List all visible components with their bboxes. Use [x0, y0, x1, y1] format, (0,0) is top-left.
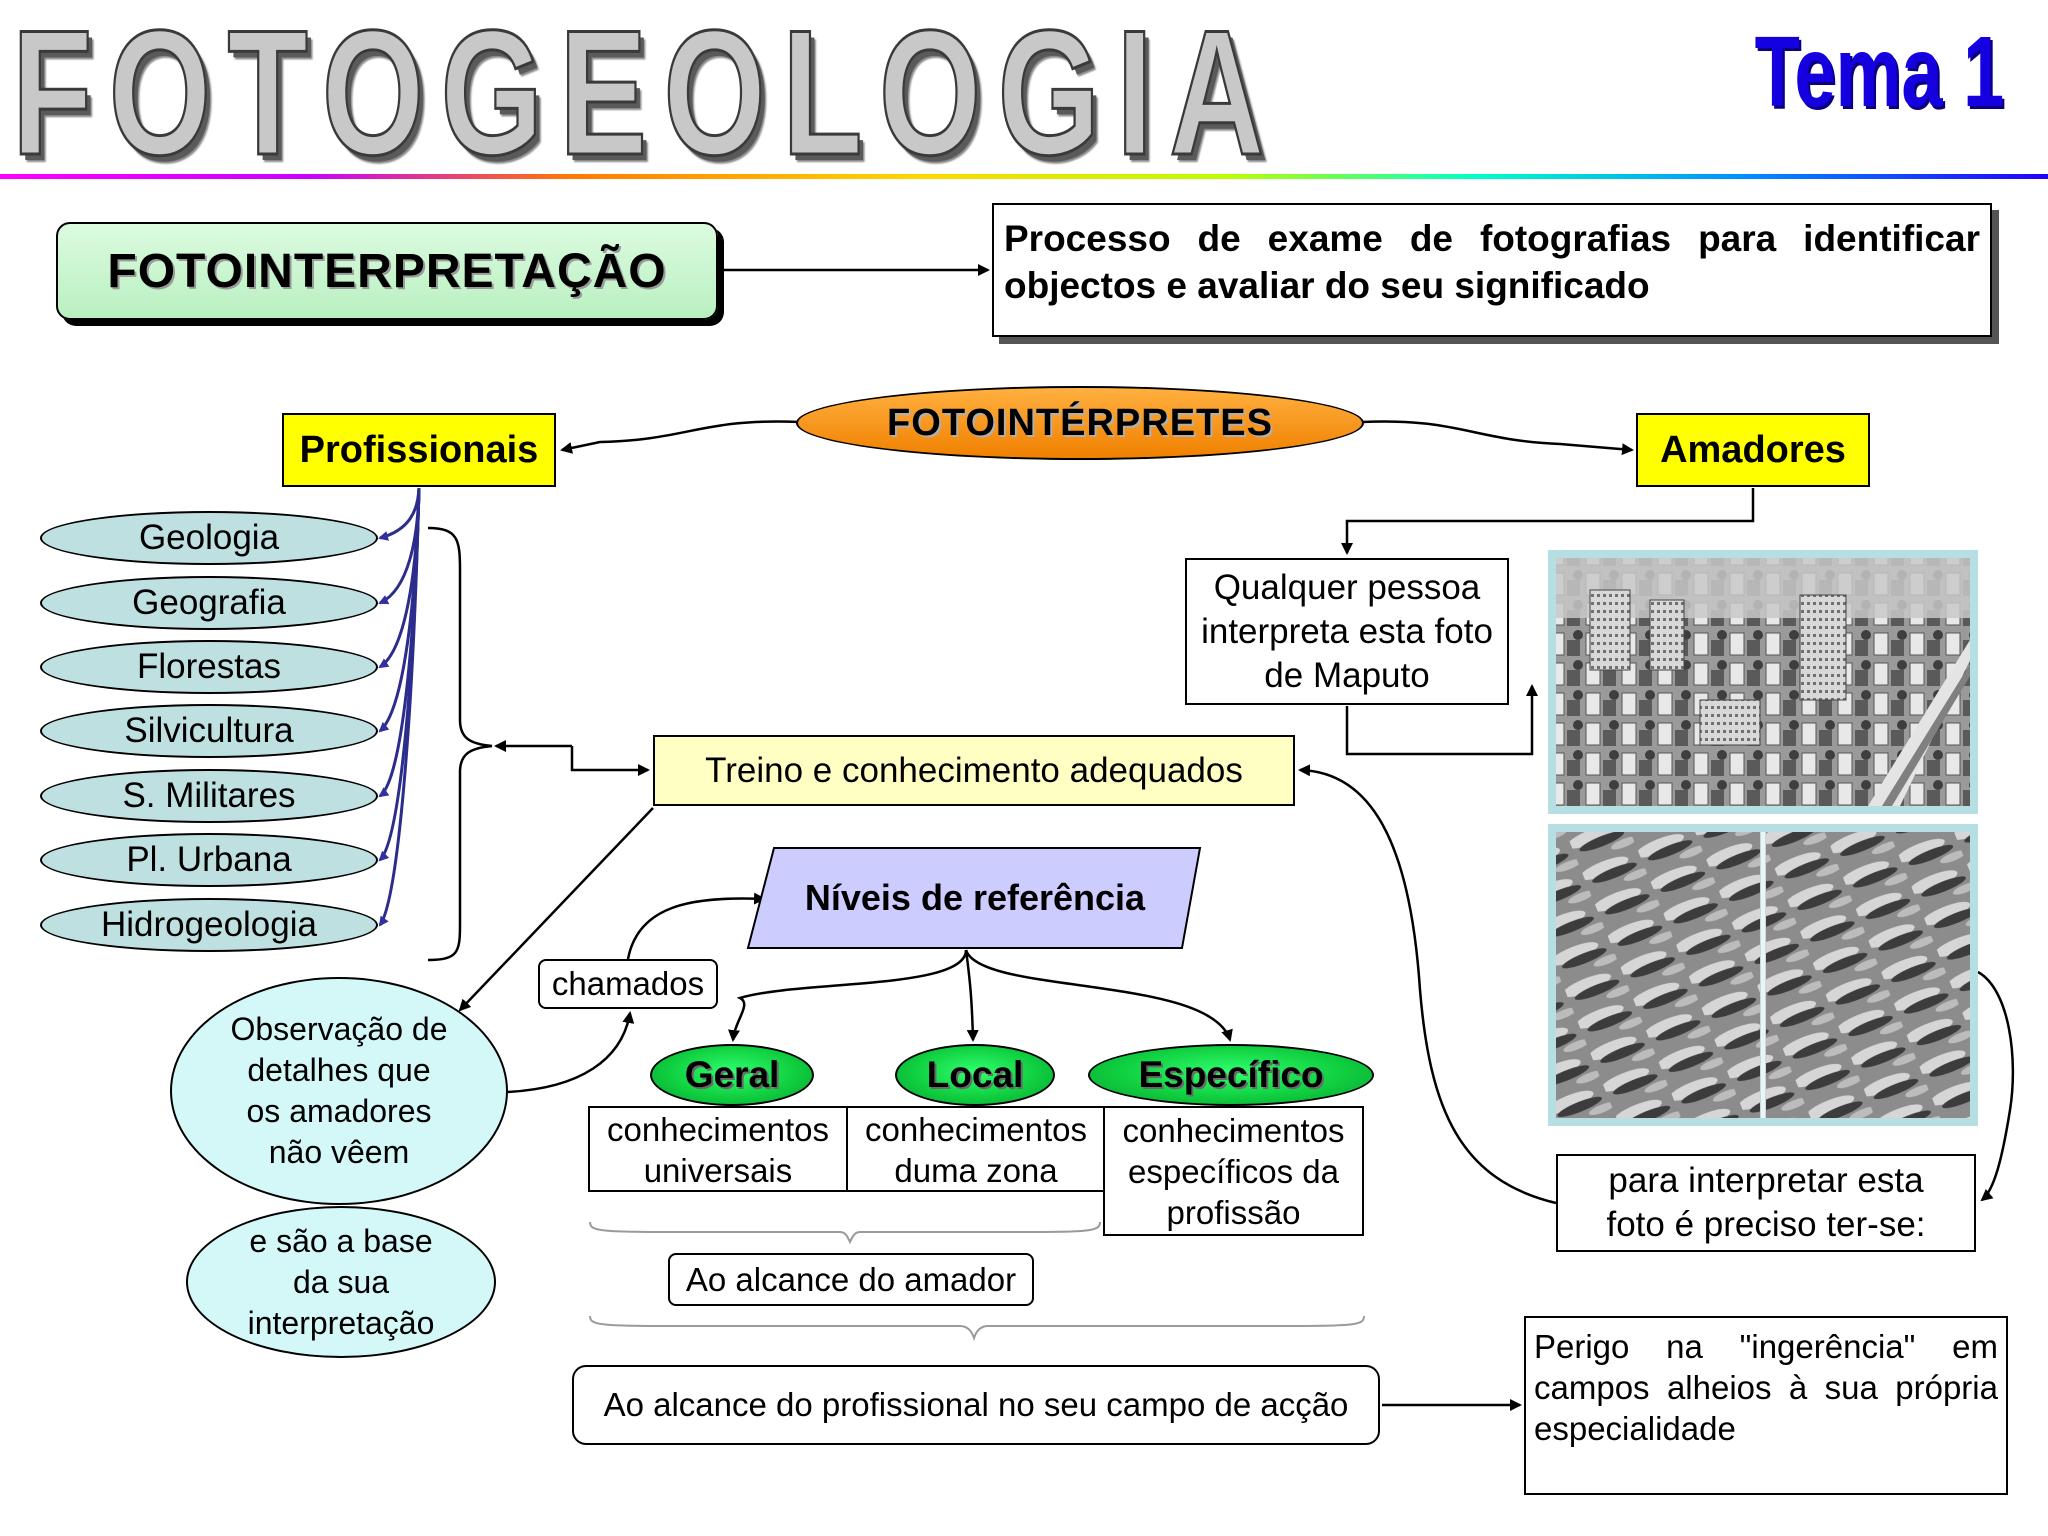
qualquer-line: de Maputo — [1264, 655, 1430, 695]
chamados-box: chamados — [538, 959, 718, 1009]
level-especifico-oval: Específico — [1088, 1044, 1374, 1106]
observacao-line: não vêem — [268, 1134, 410, 1170]
knowledge-line: conhecimentos — [1122, 1111, 1345, 1149]
alcance-profissional-box: Ao alcance do profissional no seu campo … — [572, 1365, 1380, 1445]
knowledge-line: profissão — [1166, 1193, 1301, 1231]
arrow-treino-brace — [570, 746, 650, 776]
knowledge-cell-geral: conhecimentos universais — [590, 1108, 848, 1192]
qualquer-line: Qualquer pessoa — [1213, 567, 1481, 607]
arrow-treino-observacao — [458, 807, 654, 1012]
brace-profissional — [589, 1315, 1365, 1342]
base-line: interpretação — [247, 1304, 435, 1341]
arrow-niveis-local — [964, 949, 979, 1042]
base-ellipse: e são a base da sua interpretação — [186, 1206, 496, 1358]
level-local-oval: Local — [895, 1044, 1055, 1106]
arrow-amadores-qualquer — [1341, 488, 1755, 555]
arrow-parainterpretar-treino — [1298, 764, 1557, 1205]
knowledge-line: conhecimentos — [865, 1111, 1087, 1148]
main-title: FOTOGEOLOGIA — [11, 0, 1281, 192]
discipline-oval: S. Militares — [40, 769, 378, 823]
knowledge-line: conhecimentos — [607, 1111, 829, 1148]
fotointerpretacao-box: FOTOINTERPRETAÇÃO — [56, 222, 718, 320]
definition-box: Processo de exame de fotografias para id… — [992, 203, 1992, 337]
brace-amador — [589, 1221, 1101, 1245]
discipline-oval: Pl. Urbana — [40, 833, 378, 887]
arrow-niveis-geral — [728, 949, 968, 1042]
base-line: e são a base — [249, 1222, 433, 1259]
perigo-box: Perigo na "ingerência" em campos alheios… — [1524, 1316, 2008, 1495]
arrow-stereo-parainterpretar — [1977, 970, 2015, 1202]
fotointerpretes-oval: FOTOINTÉRPRETES — [796, 386, 1364, 460]
niveis-shape — [746, 847, 1202, 949]
observacao-line: Observação de — [230, 1011, 448, 1047]
para-interpretar-line: para interpretar esta — [1608, 1161, 1924, 1200]
tema-label: Tema 1 — [1754, 16, 2004, 128]
rainbow-divider — [0, 174, 2048, 179]
discipline-oval: Geografia — [40, 576, 378, 630]
arrow-to-amadores — [1361, 420, 1634, 456]
base-line: da sua — [292, 1263, 390, 1300]
observacao-ellipse: Observação de detalhes que os amadores n… — [170, 977, 508, 1205]
knowledge-line: específicos da — [1128, 1152, 1339, 1190]
observacao-line: detalhes que — [247, 1052, 431, 1088]
treino-box: Treino e conhecimento adequados — [653, 735, 1295, 806]
arrow-to-profissionais — [560, 420, 801, 454]
qualquer-pessoa-box: Qualquer pessoa interpreta esta foto de … — [1185, 558, 1509, 705]
arrow-observacao-chamados — [507, 1011, 635, 1094]
arrow-niveis-especifico — [964, 949, 1233, 1042]
observacao-line: os amadores — [246, 1093, 432, 1129]
niveis-label: Níveis de referência — [804, 877, 1146, 918]
knowledge-cell-local: conhecimentos duma zona — [848, 1108, 1106, 1192]
knowledge-line: universais — [643, 1152, 793, 1189]
discipline-oval: Florestas — [40, 640, 378, 694]
alcance-amador-box: Ao alcance do amador — [668, 1253, 1034, 1306]
stereo-pair-photo — [1548, 824, 1978, 1126]
para-interpretar-line: foto é preciso ter-se: — [1606, 1205, 1926, 1244]
disciplines-brace — [427, 526, 493, 962]
discipline-fan-arrows — [378, 487, 421, 927]
city-aerial-photo — [1548, 550, 1978, 814]
profissionais-box: Profissionais — [282, 413, 556, 487]
arrow-qualquer-photo — [1345, 684, 1538, 756]
arrow-chamados-niveis — [626, 892, 766, 960]
knowledge-cell-especifico: conhecimentos específicos da profissão — [1103, 1106, 1364, 1236]
discipline-oval: Hidrogeologia — [40, 898, 378, 952]
level-geral-oval: Geral — [650, 1044, 814, 1106]
knowledge-line: duma zona — [894, 1152, 1058, 1189]
discipline-oval: Geologia — [40, 511, 378, 565]
amadores-box: Amadores — [1636, 413, 1870, 487]
para-interpretar-box: para interpretar esta foto é preciso ter… — [1556, 1154, 1976, 1252]
qualquer-line: interpreta esta foto — [1201, 611, 1493, 651]
discipline-oval: Silvicultura — [40, 704, 378, 758]
